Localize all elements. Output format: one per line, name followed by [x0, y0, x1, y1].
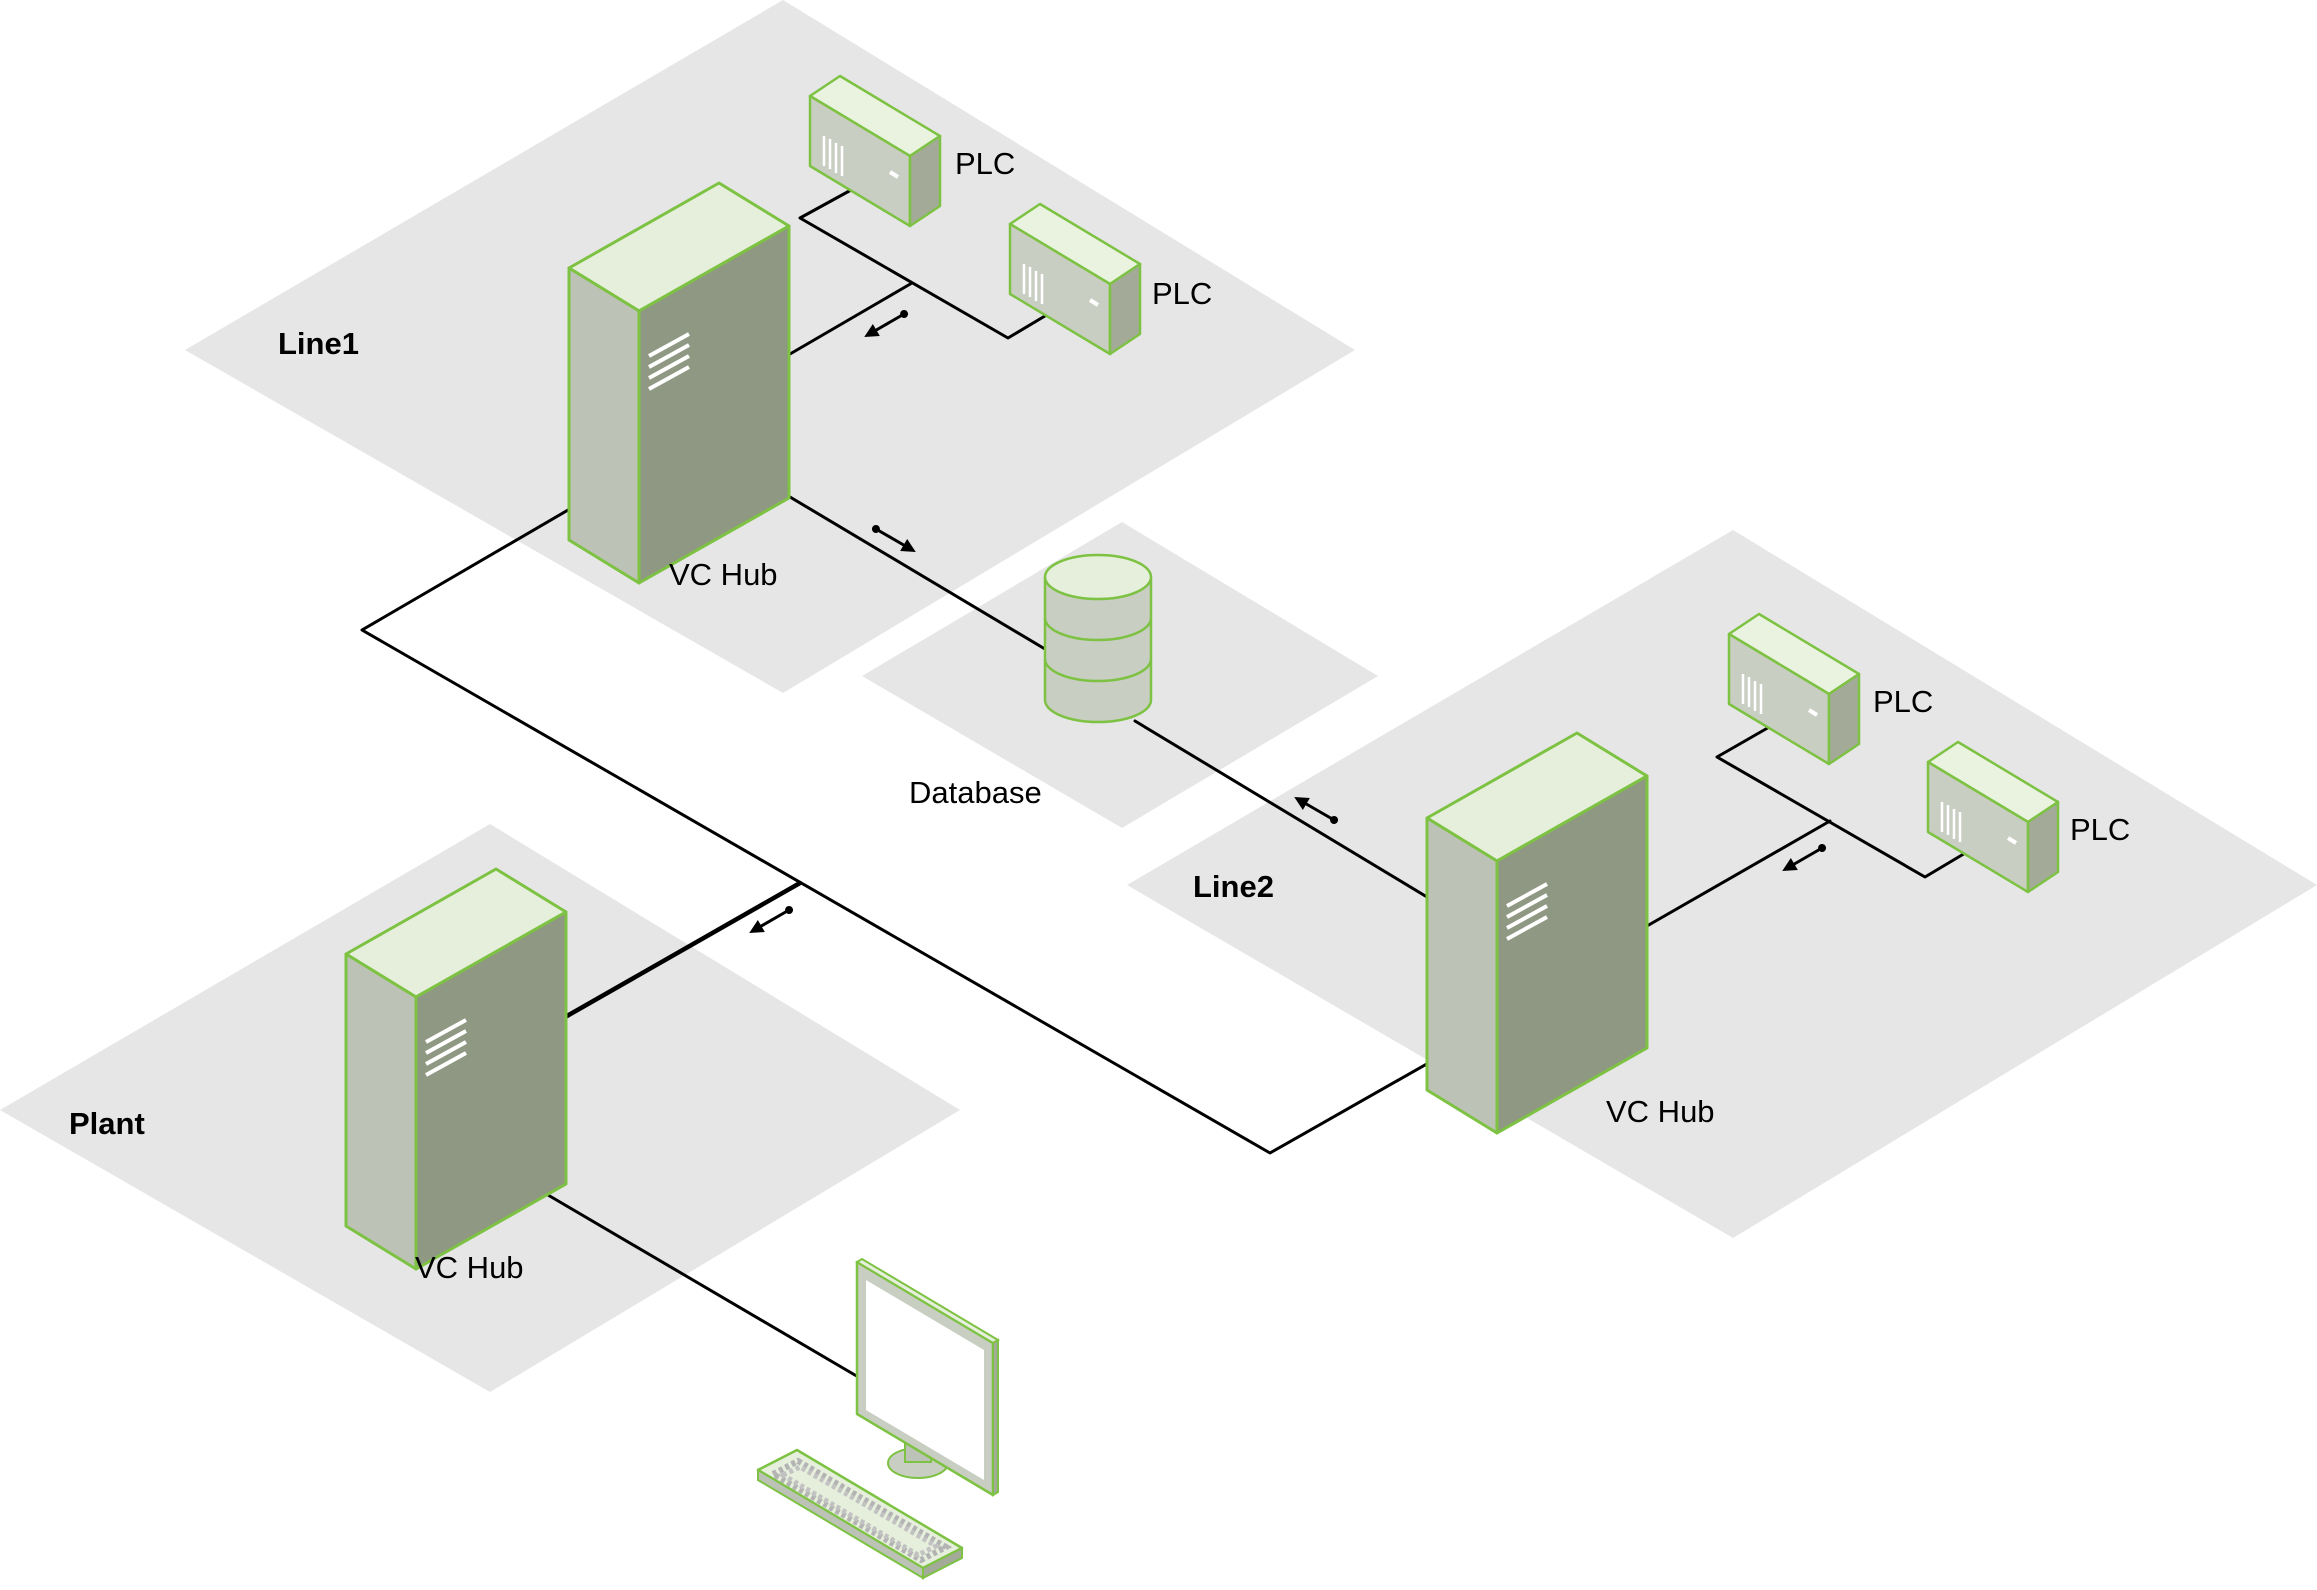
link-plant-branch: [564, 880, 803, 1019]
link-line1-plc-bus: [798, 182, 1062, 340]
node-label-plant-hub: VC Hub: [415, 1250, 524, 1285]
network-links: [360, 182, 1979, 1380]
link-line2-hub-bus: [1645, 819, 1832, 928]
link-line2-plc-bus: [1715, 720, 1979, 879]
node-label-database: Database: [909, 775, 1042, 810]
node-label-line1-plc-b: PLC: [1152, 276, 1212, 311]
zone-label-line2: Line2: [1193, 869, 1274, 904]
link-line1-trunk: [360, 476, 1485, 1155]
zone-label-line1: Line1: [278, 326, 359, 361]
database-cylinder-icon: [1043, 553, 1153, 724]
link-database-line2-hub: [1133, 719, 1429, 899]
node-label-line1-hub: VC Hub: [669, 557, 778, 592]
zone-label-plant: Plant: [69, 1106, 145, 1141]
monitor-keyboard-icon: [756, 1257, 1000, 1580]
link-line1-hub-bus: [788, 281, 914, 356]
link-line1-hub-database: [788, 495, 1052, 654]
node-label-line2-hub: VC Hub: [1606, 1094, 1715, 1129]
node-label-line2-plc-b: PLC: [2070, 812, 2130, 847]
link-plant-workstation: [546, 1193, 862, 1380]
node-label-line1-plc-a: PLC: [955, 146, 1015, 181]
node-label-line2-plc-a: PLC: [1873, 684, 1933, 719]
